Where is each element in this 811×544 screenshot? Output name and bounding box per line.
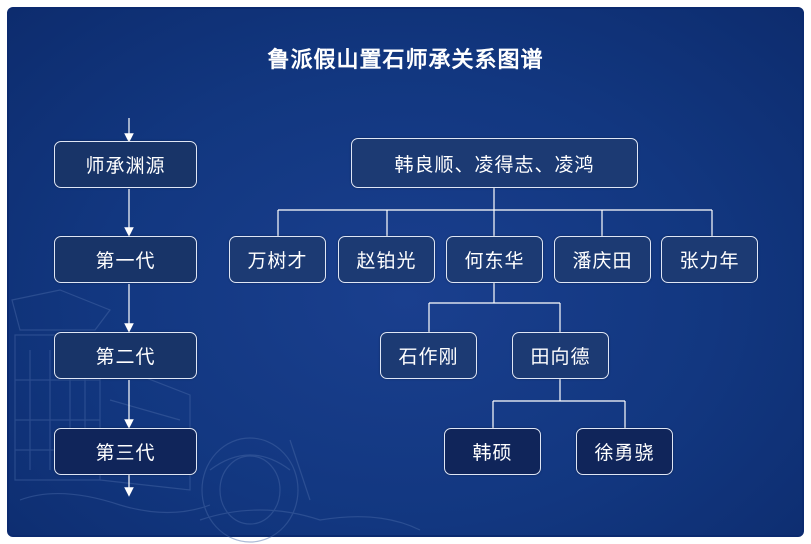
root-node: 韩良顺、凌得志、凌鸿 (351, 138, 638, 188)
generation-third-box: 第三代 (54, 428, 197, 475)
first-gen-node: 万树才 (229, 236, 326, 283)
third-gen-node: 韩硕 (444, 428, 541, 475)
generation-origin-box: 师承渊源 (54, 141, 197, 188)
first-gen-node: 潘庆田 (554, 236, 651, 283)
second-gen-node: 田向德 (512, 332, 609, 379)
first-gen-node: 赵铂光 (338, 236, 435, 283)
generation-second-box: 第二代 (54, 332, 197, 379)
third-gen-node: 徐勇骁 (576, 428, 673, 475)
generation-first-box: 第一代 (54, 236, 197, 283)
first-gen-node: 张力年 (661, 236, 758, 283)
second-gen-node: 石作刚 (380, 332, 477, 379)
diagram-title: 鲁派假山置石师承关系图谱 (267, 47, 544, 73)
first-gen-node: 何东华 (446, 236, 543, 283)
